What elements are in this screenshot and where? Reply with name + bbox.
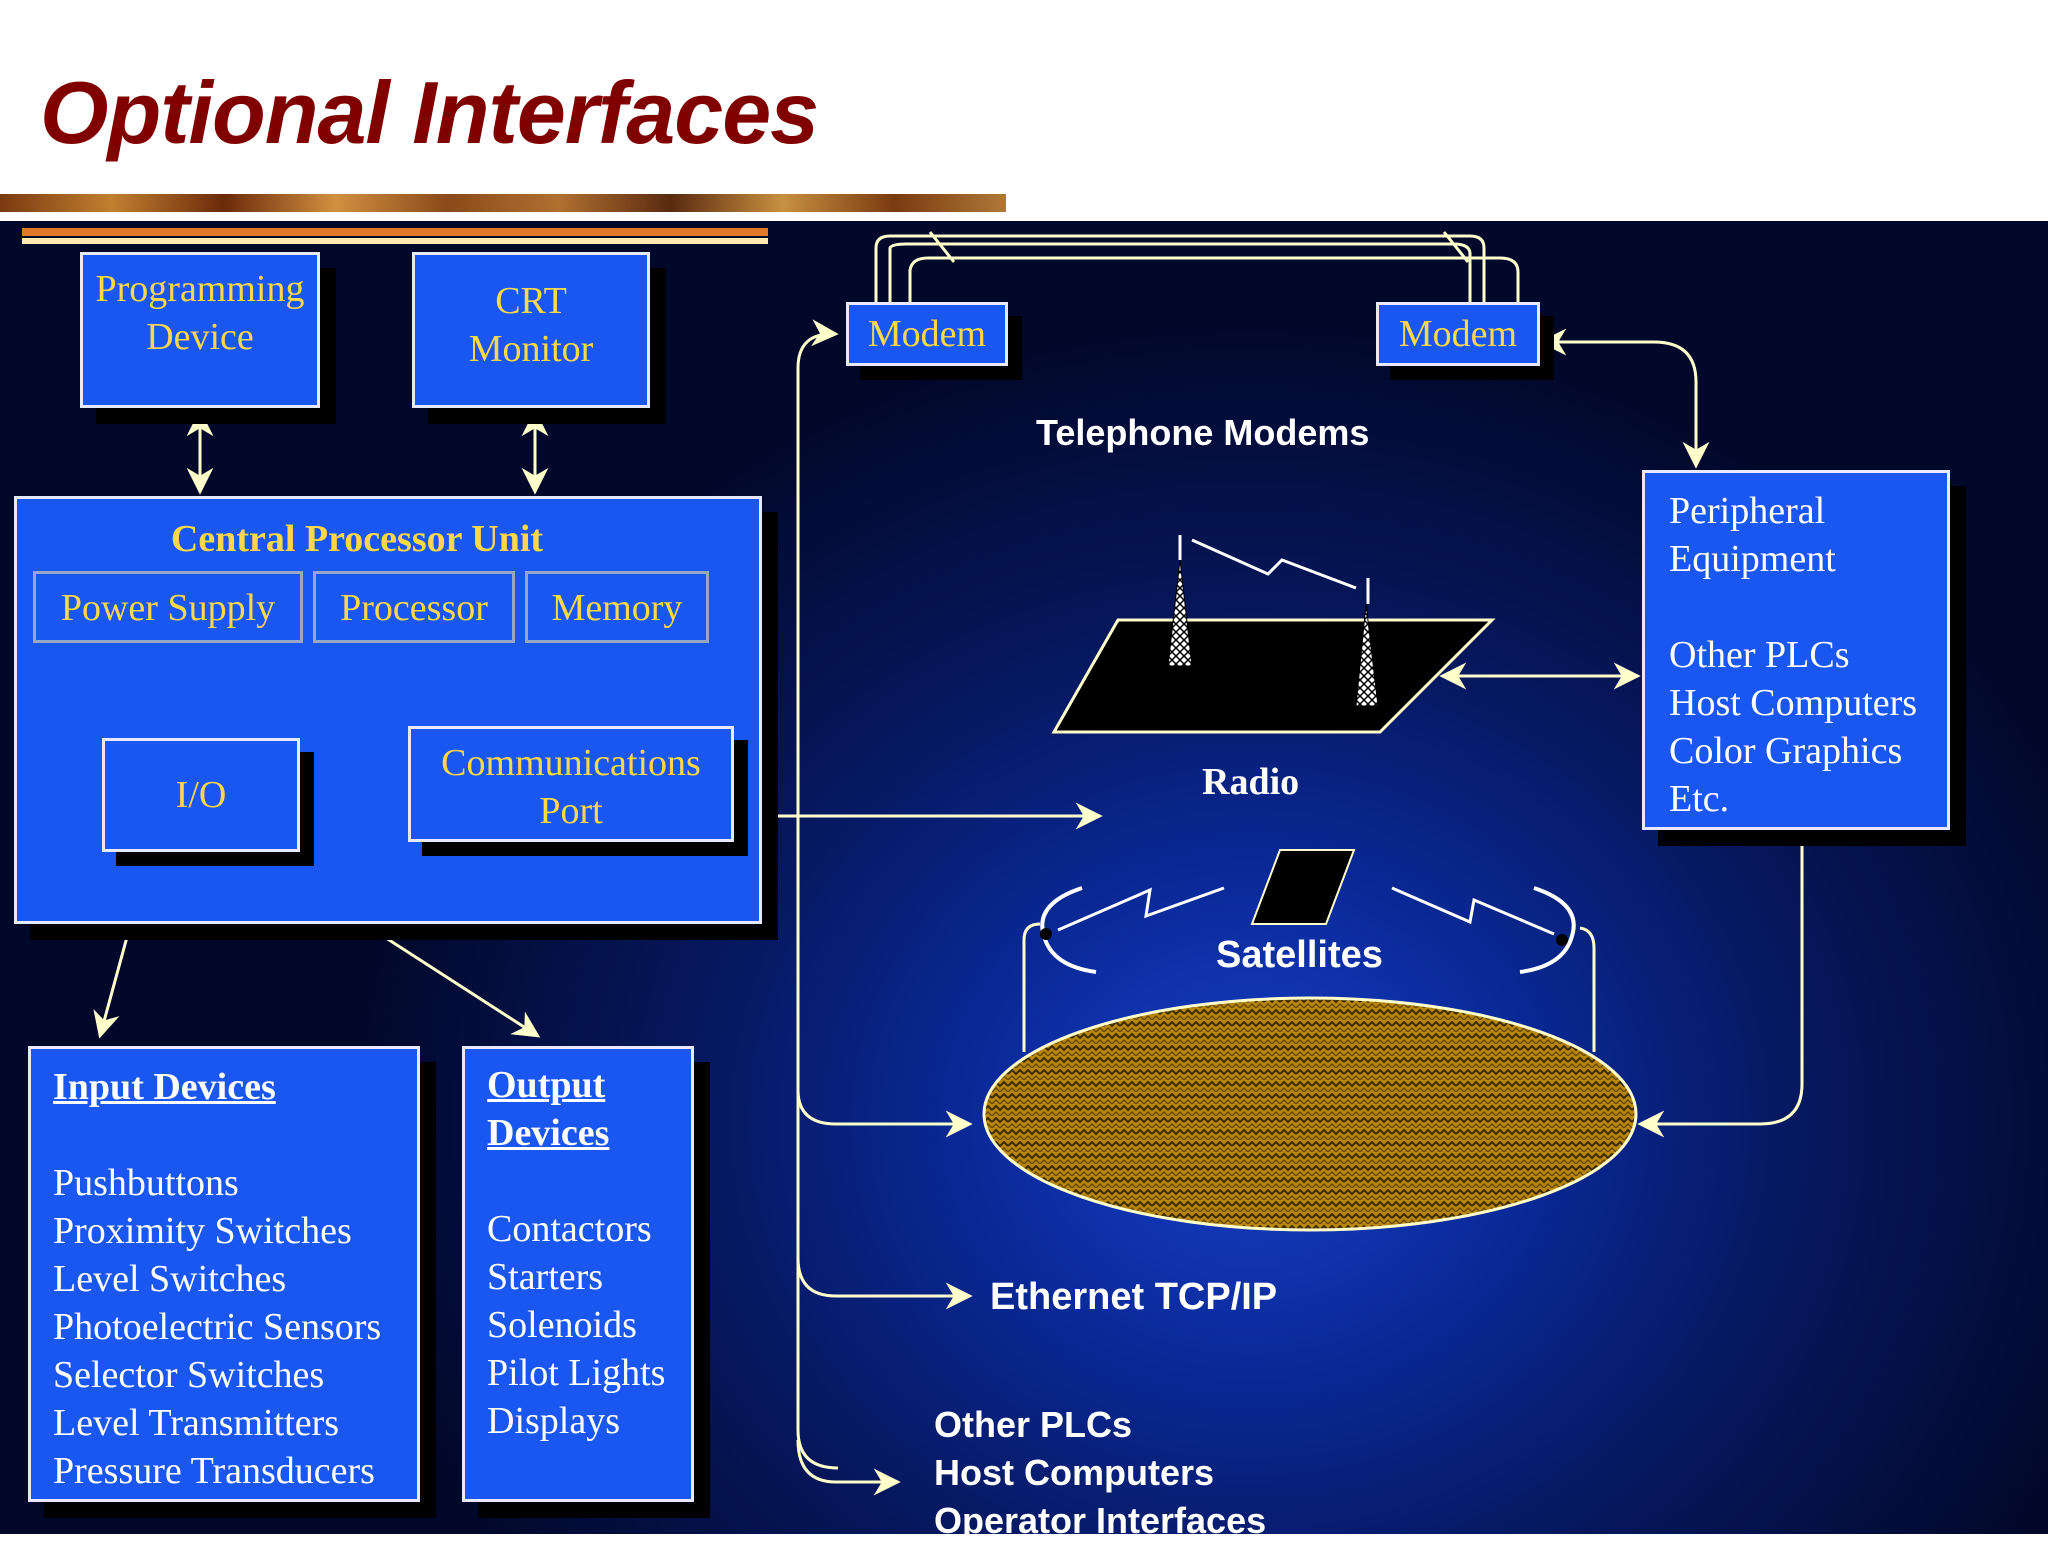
processor-label: Processor [340, 587, 488, 629]
input-item: Pushbuttons [53, 1162, 239, 1204]
satellite-icon [982, 849, 1638, 1232]
operator-interfaces-label: Operator Interfaces [934, 1500, 1267, 1541]
network-ellipse [982, 996, 1638, 1232]
input-item: Level Transmitters [53, 1402, 340, 1444]
power-supply-box: Power Supply [33, 571, 303, 643]
power-supply-label: Power Supply [60, 587, 276, 629]
slide-title: Optional Interfaces [40, 63, 819, 162]
io-label: I/O [175, 774, 227, 816]
output-item: Starters [487, 1256, 604, 1298]
comm-port-line1: Communications [441, 742, 701, 784]
peripheral-item: Other PLCs [1669, 634, 1850, 676]
radio-icon [1051, 535, 1496, 734]
output-devices-heading-line1: Output [487, 1064, 606, 1106]
peripheral-heading-line2: Equipment [1669, 538, 1836, 580]
crt-monitor-box: CRT Monitor [412, 252, 650, 408]
input-item: Pressure Transducers [53, 1450, 375, 1492]
peripheral-item: Host Computers [1669, 682, 1918, 724]
other-plcs-label: Other PLCs [934, 1404, 1133, 1445]
cpu-title: Central Processor Unit [170, 518, 544, 560]
input-item: Selector Switches [53, 1354, 325, 1396]
programming-device-line2: Device [146, 316, 254, 358]
radio-label: Radio [1202, 761, 1300, 803]
ethernet-label: Ethernet TCP/IP [990, 1276, 1278, 1318]
input-item: Level Switches [53, 1258, 287, 1300]
peripheral-heading-line1: Peripheral [1669, 490, 1826, 532]
modem-label: Modem [1398, 313, 1518, 355]
cpu-box: Central Processor Unit Power Supply Proc… [14, 496, 762, 924]
programming-device-box: Programming Device [80, 252, 320, 408]
output-item: Solenoids [487, 1304, 637, 1346]
modem-box-left: Modem [846, 302, 1008, 366]
output-item: Pilot Lights [487, 1352, 666, 1394]
output-item: Contactors [487, 1208, 652, 1250]
host-computers-label: Host Computers [934, 1452, 1215, 1493]
memory-label: Memory [551, 587, 683, 629]
input-item: Photoelectric Sensors [53, 1306, 382, 1348]
decorative-band [0, 194, 1006, 212]
output-item: Displays [487, 1400, 620, 1442]
accent-stripe [22, 228, 768, 236]
memory-box: Memory [525, 571, 709, 643]
processor-box: Processor [313, 571, 515, 643]
input-item: Proximity Switches [53, 1210, 352, 1252]
io-box: I/O [102, 738, 300, 852]
output-devices-box: Output Devices Contactors Starters Solen… [462, 1046, 694, 1502]
comm-port-box: Communications Port [408, 726, 734, 842]
peripheral-equipment-box: Peripheral Equipment Other PLCs Host Com… [1642, 470, 1950, 830]
input-devices-heading: Input Devices [53, 1066, 276, 1108]
programming-device-line1: Programming [95, 268, 305, 310]
comm-port-line2: Port [539, 790, 603, 832]
modem-label: Modem [867, 313, 987, 355]
peripheral-item: Etc. [1669, 778, 1730, 820]
crt-monitor-line1: CRT [495, 280, 567, 322]
satellites-label: Satellites [1216, 934, 1383, 976]
accent-stripe-light [22, 238, 768, 244]
crt-monitor-line2: Monitor [468, 328, 594, 370]
input-devices-box: Input Devices Pushbuttons Proximity Swit… [28, 1046, 420, 1502]
modem-box-right: Modem [1376, 302, 1540, 366]
peripheral-item: Color Graphics [1669, 730, 1903, 772]
output-devices-heading-line2: Devices [487, 1112, 610, 1154]
telephone-modems-label: Telephone Modems [1036, 412, 1370, 453]
